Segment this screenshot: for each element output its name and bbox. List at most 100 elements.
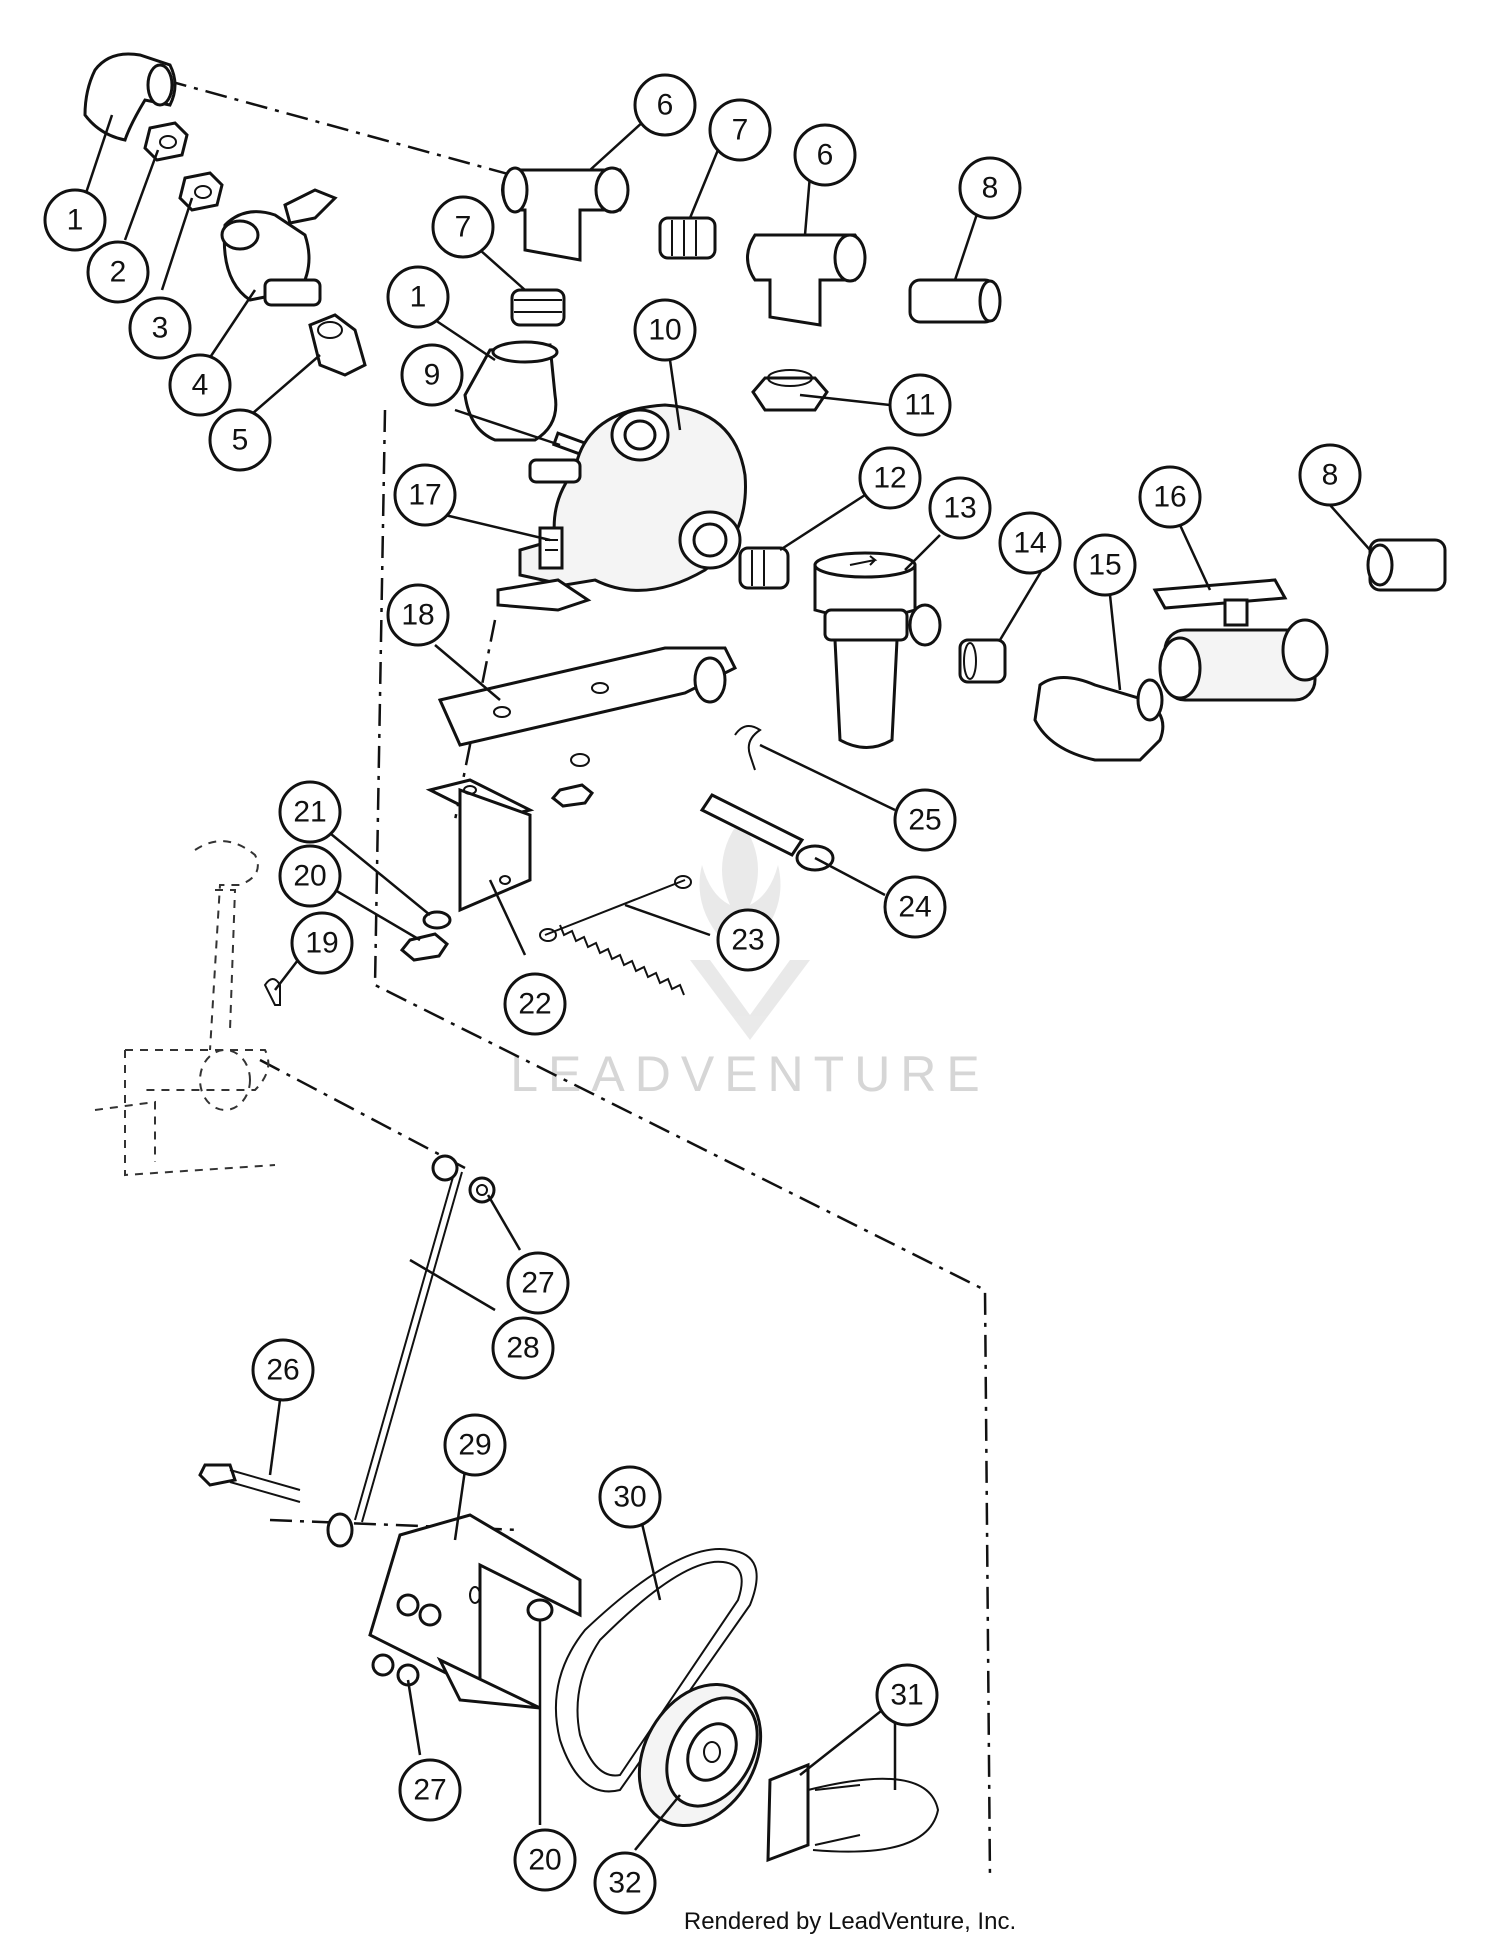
part-centrifugal-pump bbox=[496, 403, 747, 612]
callout-part-29-bracket: 29 bbox=[443, 1413, 507, 1477]
callout-part-5-barb: 5 bbox=[208, 408, 272, 472]
svg-text:28: 28 bbox=[506, 1332, 539, 1365]
part-hose-adapter-top bbox=[908, 278, 1002, 324]
svg-text:6: 6 bbox=[817, 139, 834, 172]
svg-text:18: 18 bbox=[401, 599, 434, 632]
svg-text:1: 1 bbox=[67, 204, 84, 237]
part-reducer bbox=[178, 171, 224, 212]
callout-part-27-washer-lower: 27 bbox=[398, 1758, 462, 1822]
callout-leaders bbox=[80, 114, 1371, 1851]
callout-part-9-key: 9 bbox=[400, 343, 464, 407]
svg-text:20: 20 bbox=[293, 860, 326, 893]
part-hair-pin-clip bbox=[734, 725, 762, 771]
svg-text:31: 31 bbox=[890, 1679, 923, 1712]
callout-part-23-spring: 23 bbox=[716, 908, 780, 972]
callout-part-21-washer: 21 bbox=[278, 780, 342, 844]
svg-text:29: 29 bbox=[458, 1429, 491, 1462]
callout-part-1-elbow: 1 bbox=[43, 188, 107, 252]
callout-part-8-adapter-right: 8 bbox=[1298, 443, 1362, 507]
callout-part-26-bolt: 26 bbox=[251, 1338, 315, 1402]
svg-text:22: 22 bbox=[518, 988, 551, 1021]
svg-text:2: 2 bbox=[110, 256, 127, 289]
callout-part-17: 17 bbox=[393, 463, 457, 527]
callout-part-12-nipple: 12 bbox=[858, 446, 922, 510]
part-bushing bbox=[143, 121, 189, 162]
part-mounting-plate bbox=[437, 646, 738, 747]
callout-part-7-nipple: 7 bbox=[708, 98, 772, 162]
svg-text:21: 21 bbox=[293, 796, 326, 829]
part-clevis-pin bbox=[699, 793, 835, 872]
svg-text:8: 8 bbox=[1322, 459, 1339, 492]
svg-text:32: 32 bbox=[608, 1867, 641, 1900]
callout-part-4-valve: 4 bbox=[168, 353, 232, 417]
svg-text:15: 15 bbox=[1088, 549, 1121, 582]
svg-text:17: 17 bbox=[408, 479, 441, 512]
part-tee-fitting-left bbox=[501, 166, 630, 262]
svg-text:27: 27 bbox=[521, 1267, 554, 1300]
svg-text:24: 24 bbox=[898, 891, 931, 924]
part-idler-bracket bbox=[368, 1513, 582, 1710]
part-hose-barb bbox=[308, 313, 367, 377]
svg-text:4: 4 bbox=[192, 369, 209, 402]
svg-text:25: 25 bbox=[908, 804, 941, 837]
part-elbow-fitting bbox=[83, 52, 177, 142]
svg-text:1: 1 bbox=[410, 281, 427, 314]
callout-part-6-tee: 6 bbox=[633, 73, 697, 137]
part-hex-nut bbox=[399, 783, 595, 962]
part-reducer-bushing bbox=[958, 638, 1007, 684]
phantom-lever-handle bbox=[94, 840, 276, 1177]
part-extension-spring bbox=[539, 875, 692, 996]
svg-text:16: 16 bbox=[1153, 481, 1186, 514]
part-street-elbow bbox=[463, 340, 559, 442]
svg-text:11: 11 bbox=[904, 389, 935, 422]
svg-text:27: 27 bbox=[413, 1774, 446, 1807]
part-elbow-outlet bbox=[1033, 676, 1165, 762]
svg-text:12: 12 bbox=[873, 462, 906, 495]
part-pipe-plug bbox=[751, 369, 829, 412]
svg-text:13: 13 bbox=[943, 492, 976, 525]
callout-part-2-bushing: 2 bbox=[86, 240, 150, 304]
part-cotter-pin bbox=[263, 978, 281, 1006]
callout-part-25-clip: 25 bbox=[893, 788, 957, 852]
svg-text:8: 8 bbox=[982, 172, 999, 205]
callout-part-20-nut: 20 bbox=[278, 844, 342, 908]
svg-text:9: 9 bbox=[424, 359, 441, 392]
svg-text:19: 19 bbox=[305, 927, 338, 960]
render-credit: Rendered by LeadVenture, Inc. bbox=[683, 1908, 1017, 1935]
callout-part-11-plug: 11 bbox=[888, 373, 952, 437]
callout-part-28-rod: 28 bbox=[491, 1316, 555, 1380]
svg-text:5: 5 bbox=[232, 424, 249, 457]
part-pulley bbox=[637, 1682, 763, 1828]
callout-part-31-clamp: 31 bbox=[875, 1663, 939, 1727]
callout-part-14-bushing: 14 bbox=[998, 511, 1062, 575]
callout-part-19-cotter: 19 bbox=[290, 911, 354, 975]
svg-text:7: 7 bbox=[455, 211, 472, 244]
svg-text:3: 3 bbox=[152, 312, 169, 345]
part-control-rod bbox=[326, 1154, 463, 1548]
part-pipe-nipple bbox=[738, 546, 790, 590]
callout-part-3-reducer: 3 bbox=[128, 296, 192, 360]
callout-part-22-bracket: 22 bbox=[503, 972, 567, 1036]
part-angle-bracket bbox=[425, 778, 535, 913]
callout-part-8-adapter: 8 bbox=[958, 156, 1022, 220]
part-drain-valve bbox=[220, 188, 338, 307]
callout-part-13-strainer: 13 bbox=[928, 476, 992, 540]
callout-part-16-ball-valve: 16 bbox=[1138, 465, 1202, 529]
callout-part-27-washer: 27 bbox=[506, 1251, 570, 1315]
callout-part-15-elbow: 15 bbox=[1073, 533, 1137, 597]
svg-text:6: 6 bbox=[657, 89, 674, 122]
callout-part-24-pin: 24 bbox=[883, 875, 947, 939]
part-hex-bolt bbox=[198, 1463, 301, 1503]
part-line-strainer bbox=[813, 551, 942, 749]
callout-part-32-pulley: 32 bbox=[593, 1851, 657, 1915]
callout-set: 1 2 3 4 5 6 7 6 8 7 1 10 9 11 17 12 13 1… bbox=[43, 73, 1362, 1915]
callout-part-30-belt: 30 bbox=[598, 1465, 662, 1529]
callout-part-7-nipple-vertical: 7 bbox=[431, 195, 495, 259]
callout-part-18-plate: 18 bbox=[386, 583, 450, 647]
part-ball-valve bbox=[1152, 578, 1329, 702]
callout-part-20-nut-lower: 20 bbox=[513, 1828, 577, 1892]
svg-text:10: 10 bbox=[648, 314, 681, 347]
part-close-nipple-top bbox=[658, 216, 717, 260]
part-v-belt bbox=[554, 1548, 758, 1793]
